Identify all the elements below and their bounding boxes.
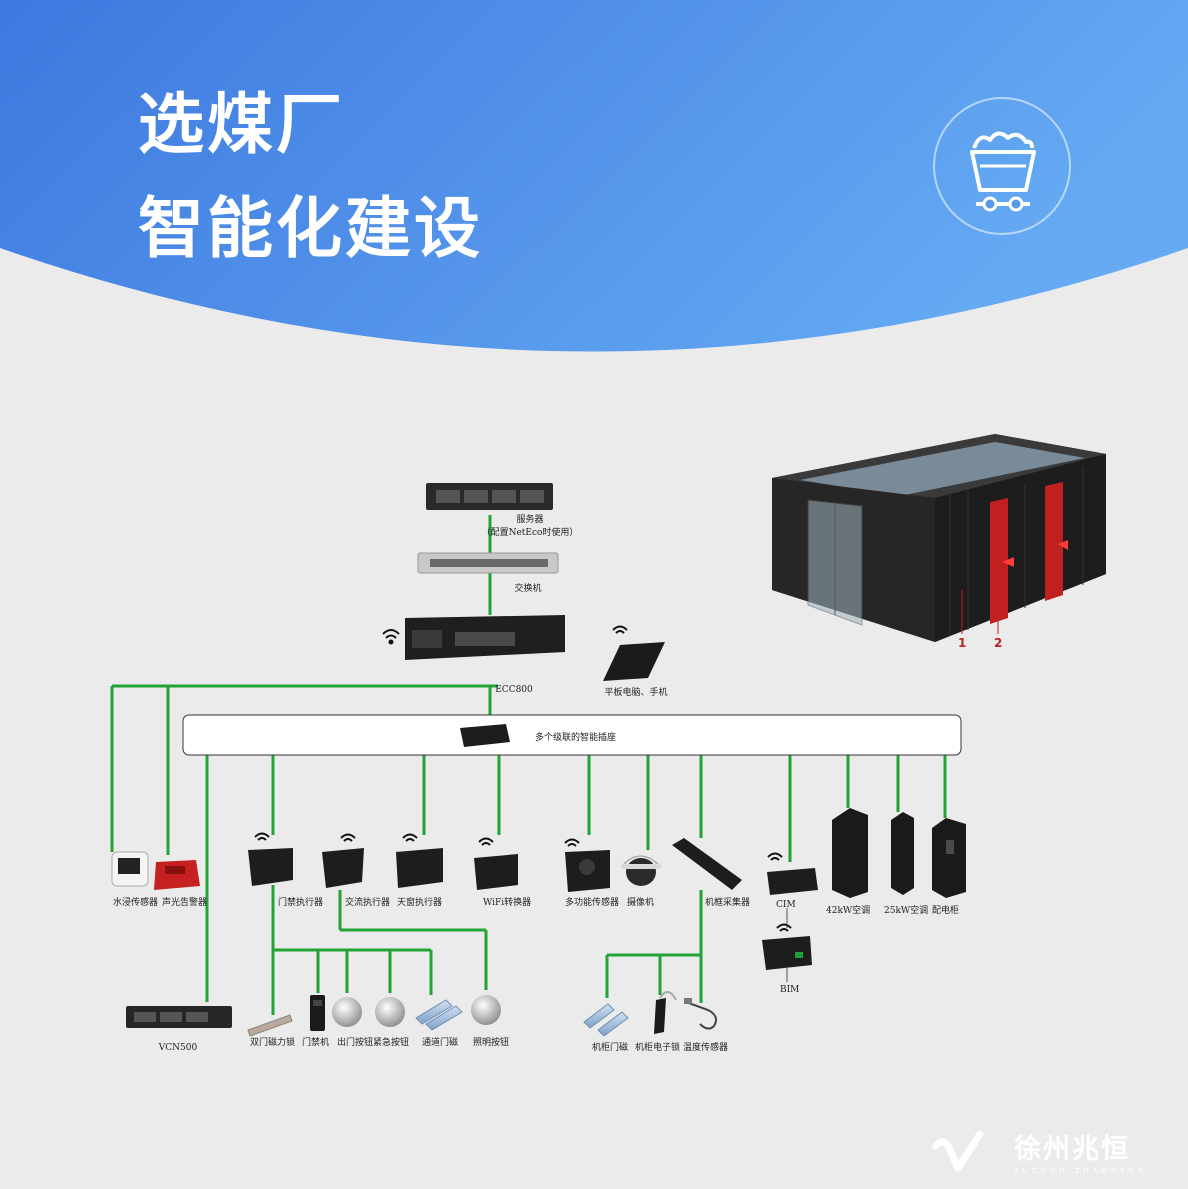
vcn500-label: VCN500 (158, 1043, 198, 1053)
server-note-label: （配置NetEco时使用） (482, 526, 579, 538)
power-cabinet-label: 配电柜 (932, 904, 959, 916)
skylight-actuator-device (396, 848, 443, 888)
header-banner (0, 0, 1188, 370)
alarm-label: 声光告警器 (162, 896, 207, 908)
switch-device (417, 552, 559, 574)
server-device (426, 483, 553, 510)
light-button-device (471, 995, 501, 1025)
light-button-label: 照明按钮 (473, 1036, 509, 1048)
water-sensor-label: 水浸传感器 (113, 896, 158, 908)
ac25-label: 25kW空调 (884, 904, 928, 916)
camera-label: 摄像机 (627, 896, 654, 908)
bus-label: 多个级联的智能插座 (535, 731, 616, 743)
alarm-device (154, 860, 200, 890)
wifi-icon (402, 833, 418, 842)
wifi-icon (564, 838, 580, 847)
system-diagram: 服务器 （配置NetEco时使用） 交换机 ECC800 平板电脑、手机 (0, 420, 1188, 1100)
rack-magnet-label: 机柜门磁 (592, 1041, 628, 1053)
page-title-line2: 智能化建设 (138, 190, 483, 267)
ac-actuator-label: 交流执行器 (345, 896, 390, 908)
skylight-actuator-label: 天窗执行器 (397, 896, 442, 908)
wifi-icon (340, 833, 356, 842)
ac25-unit (891, 812, 914, 895)
wifi-converter-label: WiFi转换器 (483, 896, 531, 908)
bus-bar (182, 714, 962, 756)
temp-sensor-label: 温度传感器 (683, 1041, 728, 1053)
wifi-icon (612, 625, 628, 634)
power-cabinet (932, 818, 966, 898)
ecc800-label: ECC800 (495, 685, 533, 695)
rack-collector-device (672, 838, 742, 890)
company-logo: 徐州兆恒 XUZHOU ZHAOHENG (930, 1128, 1170, 1178)
channel-magnet-device (415, 999, 463, 1031)
tablet-device (603, 642, 665, 681)
camera-device (620, 855, 662, 886)
module-marker-1: 1 (958, 636, 966, 650)
rack-lock-device (654, 991, 677, 1034)
rack-lock-label: 机柜电子锁 (635, 1041, 680, 1053)
temp-sensor-device (684, 998, 717, 1030)
multi-sensor-label: 多功能传感器 (565, 896, 619, 908)
rack-magnet-device (583, 1003, 629, 1037)
connection-lines (110, 515, 947, 1015)
switch-label: 交换机 (514, 582, 541, 594)
tablet-label: 平板电脑、手机 (604, 686, 667, 698)
wifi-converter-device (474, 854, 518, 890)
cim-label: CIM (776, 900, 796, 910)
exit-button-device (332, 997, 362, 1027)
smart-socket-device (460, 724, 510, 747)
wifi-icon (254, 832, 270, 841)
page-title-line1: 选煤厂 (138, 86, 345, 163)
ac42-label: 42kW空调 (826, 904, 870, 916)
logo-pinyin: XUZHOU ZHAOHENG (1014, 1167, 1147, 1175)
server-label: 服务器 (516, 513, 543, 525)
ac42-unit (832, 808, 868, 898)
multi-sensor-device (565, 850, 610, 892)
bim-label: BIM (780, 985, 799, 995)
ecc800-device (405, 615, 565, 660)
wifi-icon (776, 923, 792, 932)
module-marker-2: 2 (994, 636, 1002, 650)
logo-name: 徐州兆恒 (1013, 1133, 1130, 1165)
emergency-button-device (375, 997, 405, 1027)
exit-button-label: 出门按钮 (337, 1036, 373, 1048)
door-machine-device (310, 995, 325, 1031)
vcn500-device (126, 1006, 232, 1028)
wifi-icon (382, 629, 400, 645)
modular-data-center-illustration (772, 434, 1106, 642)
door-actuator-device (248, 848, 293, 886)
water-sensor-device (111, 851, 149, 887)
bim-device (762, 936, 812, 970)
double-lock-device (247, 1014, 293, 1037)
ac-actuator-device (322, 848, 364, 888)
emergency-button-label: 紧急按钮 (373, 1036, 409, 1048)
channel-magnet-label: 通道门磁 (422, 1036, 458, 1048)
double-lock-label: 双门磁力锁 (250, 1036, 295, 1048)
door-actuator-label: 门禁执行器 (278, 896, 323, 908)
cim-device (767, 868, 818, 895)
coal-cart-icon (932, 96, 1072, 236)
header-background (0, 0, 1188, 352)
wifi-icon (478, 837, 494, 846)
rack-collector-label: 机框采集器 (705, 896, 750, 908)
door-machine-label: 门禁机 (302, 1036, 329, 1048)
wifi-icon (767, 852, 783, 861)
